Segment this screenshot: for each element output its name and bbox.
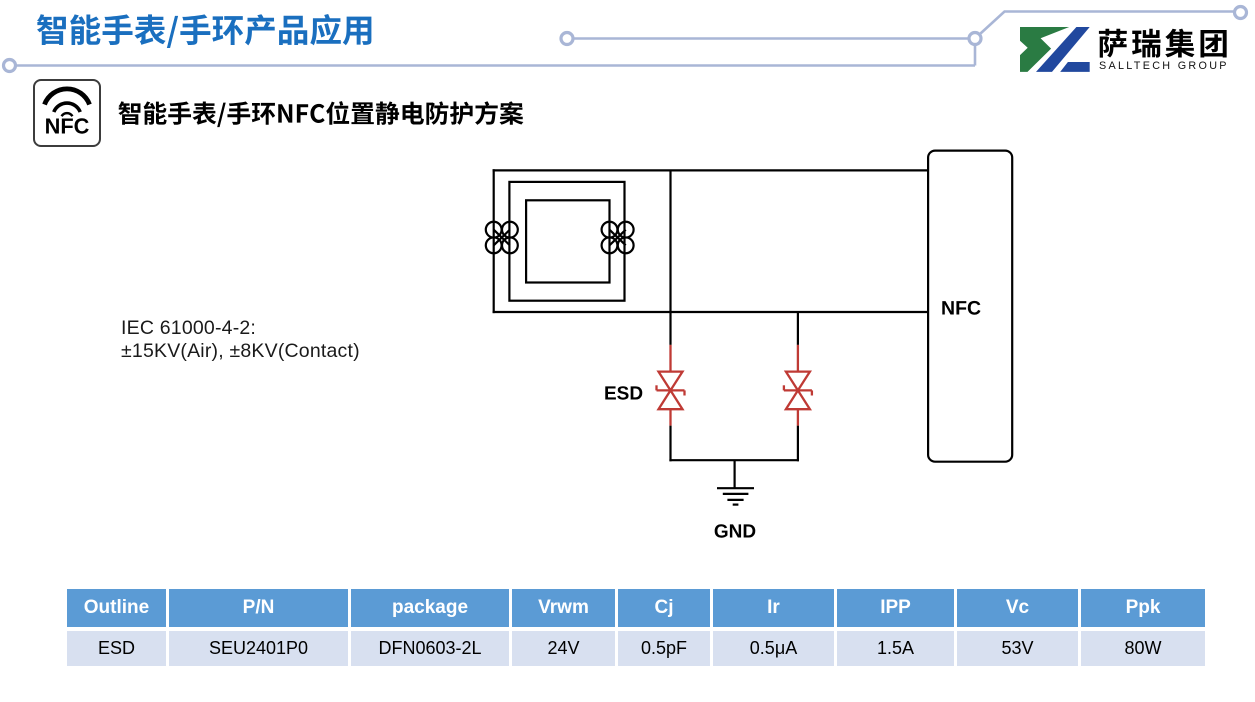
svg-text:NFC: NFC xyxy=(941,298,981,320)
svg-text:NFC: NFC xyxy=(45,113,90,138)
svg-text:ESD: ESD xyxy=(604,384,643,405)
svg-text:GND: GND xyxy=(714,522,756,543)
